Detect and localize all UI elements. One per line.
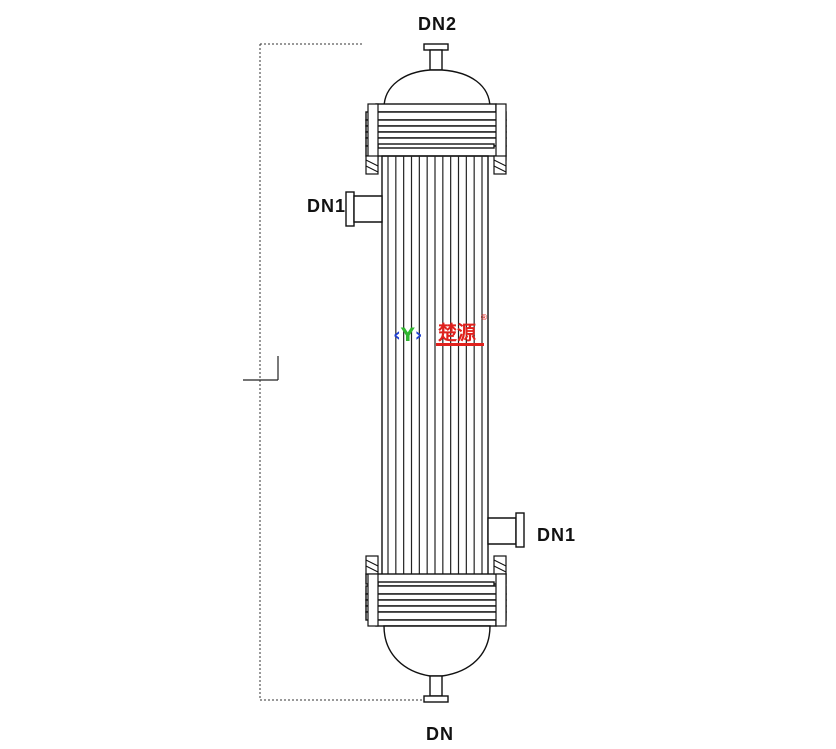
bottom-nozzle [423,675,449,703]
top-flange [365,103,507,157]
top-nozzle [423,43,449,71]
top-head [383,69,491,109]
logo-brand-text: 楚源 [438,321,476,344]
top-bolts [365,103,507,175]
height-dimension [243,43,428,701]
side-inlet-nozzle [345,191,383,227]
logo-trademark: ® [480,313,488,322]
logo-underline [436,343,484,346]
bottom-flange [365,573,507,627]
bottom-head [383,625,491,677]
side-outlet-nozzle [487,512,525,548]
label-side-outlet: DN1 [537,525,576,545]
tube-bundle [387,156,483,576]
label-side-inlet: DN1 [307,196,346,216]
logo-mark: ‹Y› [393,324,422,346]
label-bottom-outlet: DN [426,724,454,744]
label-top-outlet: DN2 [418,14,457,34]
bottom-bolts [365,555,507,627]
company-logo: ‹Y› 楚源 ® [393,313,488,346]
